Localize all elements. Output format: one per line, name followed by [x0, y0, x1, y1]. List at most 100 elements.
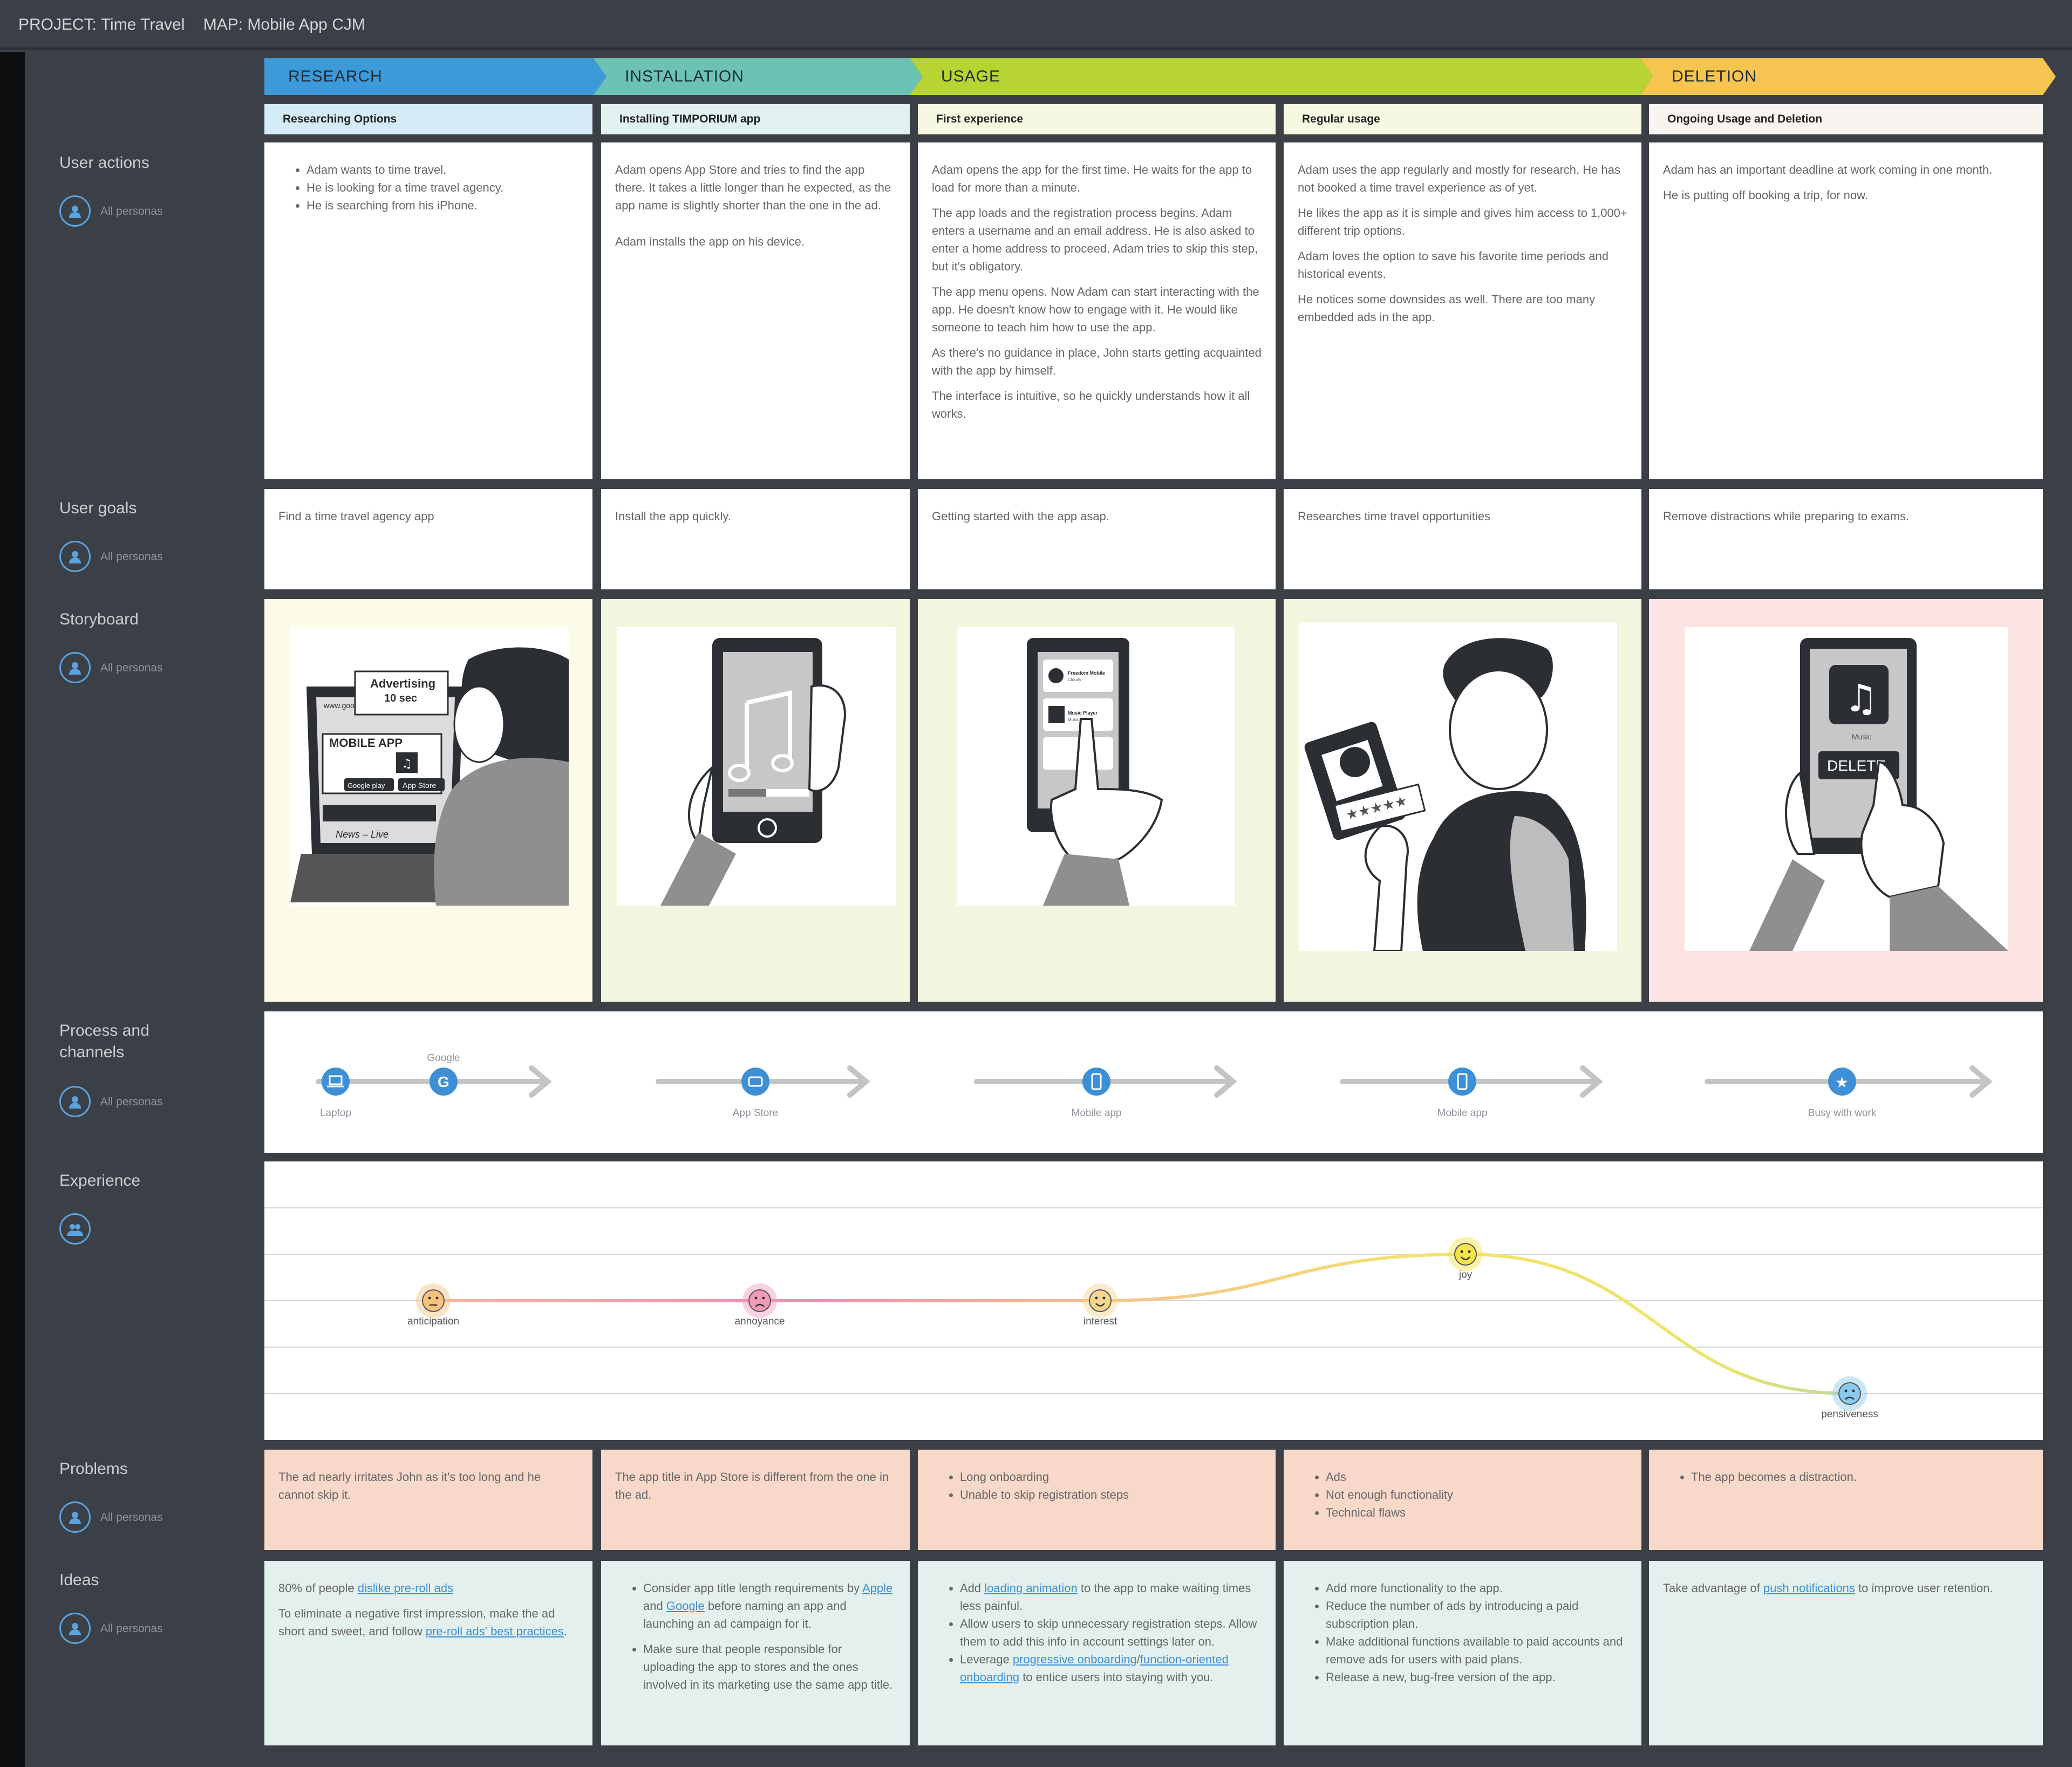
- persona-label: All personas: [100, 205, 163, 218]
- phone-menu-illustration: Freedom Mobile Cloudy Music Player Music: [1027, 638, 1163, 906]
- row-label-ideas: Ideas: [59, 1571, 99, 1589]
- action-text: Adam uses the app regularly and mostly f…: [1298, 163, 1620, 194]
- channel-label-google: Google: [427, 1052, 460, 1064]
- idea-item: Make additional functions available to p…: [1326, 1633, 1627, 1668]
- svg-text:♫: ♫: [401, 757, 412, 771]
- person-icon: [69, 1512, 81, 1524]
- channel-label-laptop: Laptop: [319, 1107, 352, 1119]
- idea-text: to the app to make waiting times less pa…: [960, 1581, 1251, 1613]
- row-label-process: Process and channels: [59, 1022, 149, 1061]
- idea-item: Add more functionality to the app.: [1326, 1579, 1627, 1597]
- problem-item: Ads: [1326, 1468, 1627, 1486]
- stage-usage[interactable]: [910, 58, 1653, 95]
- persona-avatar[interactable]: [59, 1213, 91, 1245]
- google-link[interactable]: Google: [666, 1599, 705, 1613]
- emotion-annoyance[interactable]: annoyance: [735, 1283, 785, 1327]
- idea-paragraph: To eliminate a negative first impression…: [278, 1605, 578, 1640]
- emotion-joy[interactable]: joy: [1448, 1237, 1483, 1281]
- google-icon[interactable]: [430, 1068, 458, 1096]
- stage-deletion[interactable]: [1640, 58, 2056, 95]
- google-play-badge: Google play: [347, 781, 385, 790]
- problem-item: Not enough functionality: [1326, 1486, 1627, 1504]
- stage-research[interactable]: [264, 58, 606, 95]
- substage-regular-usage[interactable]: Regular usage: [1284, 104, 1641, 134]
- stage-label-deletion: DELETION: [1672, 67, 1757, 85]
- left-strip: [0, 52, 25, 1767]
- idea-text: and: [643, 1599, 666, 1613]
- loading-animation-link[interactable]: loading animation: [984, 1581, 1078, 1595]
- map-title: MAP: Mobile App CJM: [203, 16, 365, 33]
- action-item: He is looking for a time travel agency.: [306, 179, 578, 196]
- emotion-interest[interactable]: interest: [1083, 1283, 1117, 1327]
- problem-item: Unable to skip registration steps: [960, 1486, 1262, 1504]
- push-notifications-link[interactable]: push notifications: [1763, 1581, 1855, 1595]
- action-text: The app loads and the registration proce…: [932, 206, 1258, 273]
- pre-roll-best-practices-link[interactable]: pre-roll ads' best practices: [425, 1625, 564, 1638]
- action-text: He is putting off booking a trip, for no…: [1663, 188, 1868, 202]
- person-icon: [69, 551, 81, 563]
- substage-first-experience[interactable]: First experience: [918, 104, 1276, 134]
- persona-avatar[interactable]: [59, 1613, 91, 1644]
- idea-text: 80% of people: [278, 1581, 358, 1595]
- laptop-icon[interactable]: [322, 1068, 350, 1096]
- progressive-onboarding-link[interactable]: progressive onboarding: [1012, 1653, 1137, 1666]
- storyboard-cell-first-experience: Freedom Mobile Cloudy Music Player Music: [918, 599, 1276, 1002]
- person-icon: [69, 1096, 81, 1109]
- svg-text:G: G: [438, 1073, 449, 1090]
- dislike-pre-roll-link[interactable]: dislike pre-roll ads: [357, 1581, 454, 1595]
- idea-text: Leverage: [960, 1653, 1013, 1666]
- laptop-ad-illustration: MOBILE APP ♫ Google play App Store News …: [290, 647, 569, 906]
- persona-avatar[interactable]: [59, 652, 91, 683]
- action-cell-first-experience: Adam opens the app for the first time. H…: [918, 142, 1276, 479]
- person-icon: [69, 662, 81, 675]
- mobile-app-icon[interactable]: [1448, 1068, 1476, 1096]
- person-icon: [69, 206, 81, 218]
- emotion-label: pensiveness: [1821, 1409, 1878, 1420]
- action-text: Adam loves the option to save his favori…: [1298, 249, 1608, 281]
- phone-install-illustration: [660, 638, 846, 906]
- storyboard-frame: ♫ Music DELETE: [1685, 627, 2008, 951]
- function-oriented-onboarding-link[interactable]: function-oriented onboarding: [960, 1653, 1229, 1684]
- persona-avatar[interactable]: [59, 1086, 91, 1117]
- music-app-label: Music: [1852, 732, 1872, 741]
- emotion-label: joy: [1458, 1269, 1473, 1281]
- idea-item: Release a new, bug-free version of the a…: [1326, 1668, 1627, 1686]
- stage-installation[interactable]: [594, 58, 923, 95]
- idea-item: Consider app title length requirements b…: [643, 1579, 896, 1633]
- neutral-face-icon: [422, 1289, 445, 1312]
- phone-delete-illustration: ♫ Music DELETE: [1749, 638, 2008, 951]
- persona-avatar[interactable]: [59, 541, 91, 572]
- app-store-icon[interactable]: [741, 1068, 769, 1096]
- action-text: As there's no guidance in place, John st…: [932, 346, 1262, 377]
- idea-text: before naming an app and launching an ad…: [643, 1599, 847, 1630]
- persona-avatar[interactable]: [59, 195, 91, 227]
- row-label-storyboard: Storyboard: [59, 610, 139, 628]
- app-sub-1: Cloudy: [1068, 677, 1081, 682]
- idea-text: /: [1136, 1653, 1140, 1666]
- news-text: News – Live: [336, 829, 388, 840]
- apple-link[interactable]: Apple: [862, 1581, 893, 1595]
- action-text: The interface is intuitive, so he quickl…: [932, 389, 1250, 420]
- substage-installing[interactable]: Installing TIMPORIUM app: [601, 104, 910, 134]
- emotion-anticipation[interactable]: anticipation: [407, 1283, 459, 1327]
- substage-researching[interactable]: Researching Options: [264, 104, 592, 134]
- row-label-user-goals: User goals: [59, 499, 137, 517]
- mobile-app-icon[interactable]: [1082, 1068, 1110, 1096]
- stage-label-research: RESEARCH: [288, 67, 383, 85]
- idea-item: Reduce the number of ads by introducing …: [1326, 1597, 1627, 1633]
- substage-ongoing-deletion[interactable]: Ongoing Usage and Deletion: [1649, 104, 2043, 134]
- idea-text: To eliminate a negative first impression…: [278, 1607, 555, 1638]
- persona-avatar[interactable]: [59, 1501, 91, 1533]
- goal-cell-first-experience: Getting started with the app asap.: [918, 489, 1276, 589]
- problem-item: Technical flaws: [1326, 1504, 1627, 1521]
- action-cell-regular-usage: Adam uses the app regularly and mostly f…: [1284, 142, 1641, 479]
- emotion-pensiveness[interactable]: pensiveness: [1821, 1376, 1878, 1420]
- phone-rating-illustration: ★★★★★: [1304, 638, 1586, 952]
- star-icon[interactable]: [1828, 1068, 1856, 1096]
- experience-row: anticipation annoyance interest joy pensiven…: [264, 1161, 2043, 1440]
- channel-label-app-store: App Store: [732, 1107, 779, 1119]
- app-name-1: Freedom Mobile: [1068, 670, 1105, 676]
- action-text: The app menu opens. Now Adam can start i…: [932, 285, 1259, 334]
- storyboard-cell-installation: [601, 599, 910, 1002]
- idea-paragraph: Take advantage of push notifications to …: [1663, 1579, 2029, 1597]
